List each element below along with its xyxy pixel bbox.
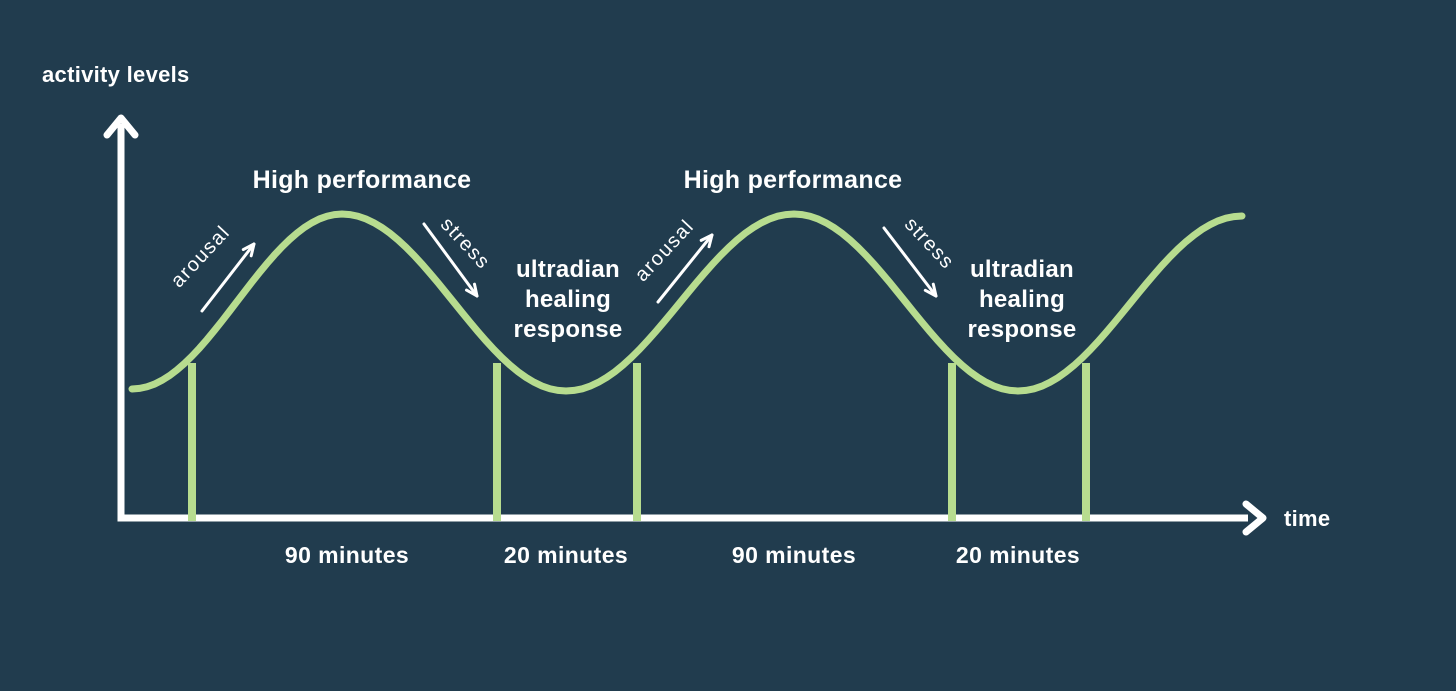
x-axis-label: time — [1284, 506, 1330, 531]
high-performance-label-2: High performance — [684, 166, 903, 194]
activity-wave — [128, 210, 1246, 395]
healing-line-2: healing — [525, 286, 611, 313]
interval-ticks — [188, 363, 1090, 521]
stress-arrow-2-icon — [882, 226, 938, 298]
interval-tick — [1082, 363, 1090, 521]
ultradian-healing-label-1: ultradian healing response — [513, 256, 622, 343]
arousal-arrow-1-icon — [200, 242, 256, 313]
healing-line-1: ultradian — [970, 256, 1074, 283]
interval-label-20-1: 20 minutes — [504, 542, 628, 568]
axes — [103, 114, 1267, 536]
stress-arrow-1-icon — [422, 222, 479, 298]
healing-line-2: healing — [979, 286, 1065, 313]
phase-arrows — [200, 222, 938, 313]
y-axis-arrowhead-icon — [103, 114, 139, 139]
healing-line-3: response — [513, 316, 622, 343]
interval-tick — [493, 363, 501, 521]
stress-label-2: stress — [900, 213, 959, 274]
arousal-arrow-2-icon — [656, 233, 714, 304]
x-axis-arrowhead-icon — [1242, 500, 1267, 536]
interval-label-20-2: 20 minutes — [956, 542, 1080, 568]
interval-label-90-1: 90 minutes — [285, 542, 409, 568]
y-axis-label: activity levels — [42, 62, 190, 87]
healing-line-1: ultradian — [516, 256, 620, 283]
high-performance-label-1: High performance — [253, 166, 472, 194]
interval-label-90-2: 90 minutes — [732, 542, 856, 568]
interval-tick — [948, 363, 956, 521]
ultradian-healing-label-2: ultradian healing response — [967, 256, 1076, 343]
interval-tick — [188, 363, 196, 521]
axis-lines — [117, 124, 1248, 522]
stress-label-1: stress — [436, 213, 495, 274]
wave-curve — [128, 210, 1246, 395]
arousal-label-2: arousal — [631, 215, 699, 286]
healing-line-3: response — [967, 316, 1076, 343]
interval-tick — [633, 363, 641, 521]
